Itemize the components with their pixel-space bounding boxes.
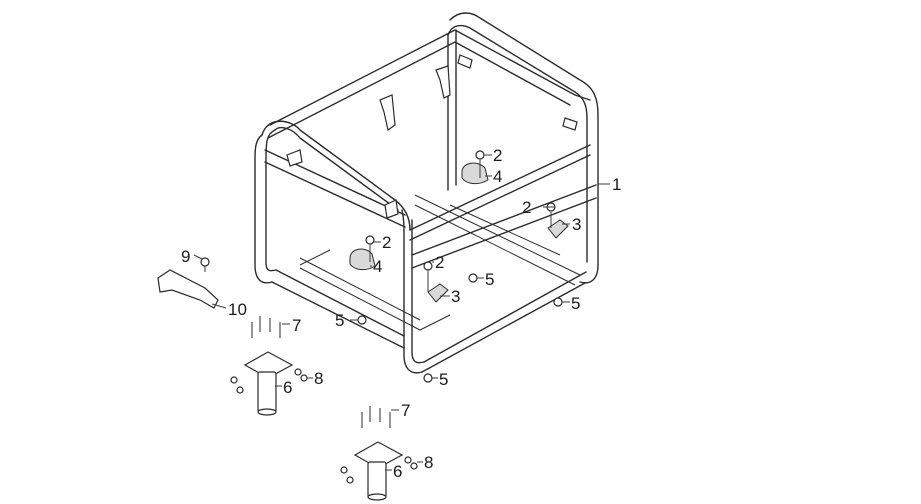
callout-4: 4	[373, 257, 382, 276]
callout-1: 1	[612, 175, 621, 194]
callout-labels: 1 2 2 2 2 3 3 4 4 5 5 5 5 6 6 7 7 8 8 9 …	[181, 146, 621, 481]
callout-3: 3	[572, 215, 581, 234]
callout-8: 8	[314, 369, 323, 388]
leg-assembly-lower	[340, 406, 418, 501]
frame-assembly	[254, 12, 599, 374]
callout-8: 8	[424, 453, 433, 472]
lifting-bracket	[157, 257, 219, 309]
callout-5: 5	[485, 270, 494, 289]
callout-5: 5	[439, 370, 448, 389]
callout-5: 5	[571, 294, 580, 313]
callout-10: 10	[228, 300, 247, 319]
callout-2: 2	[522, 198, 531, 217]
callout-4: 4	[493, 167, 502, 186]
callout-7: 7	[401, 401, 410, 420]
leg-assembly-upper	[230, 316, 308, 416]
callout-2: 2	[435, 253, 444, 272]
callout-6: 6	[283, 378, 292, 397]
callout-7: 7	[292, 316, 301, 335]
callout-9: 9	[181, 247, 190, 266]
callout-5: 5	[335, 311, 344, 330]
callout-6: 6	[393, 462, 402, 481]
callout-2: 2	[382, 233, 391, 252]
leader-lines	[193, 154, 610, 471]
callout-2: 2	[493, 146, 502, 165]
callout-3: 3	[451, 287, 460, 306]
